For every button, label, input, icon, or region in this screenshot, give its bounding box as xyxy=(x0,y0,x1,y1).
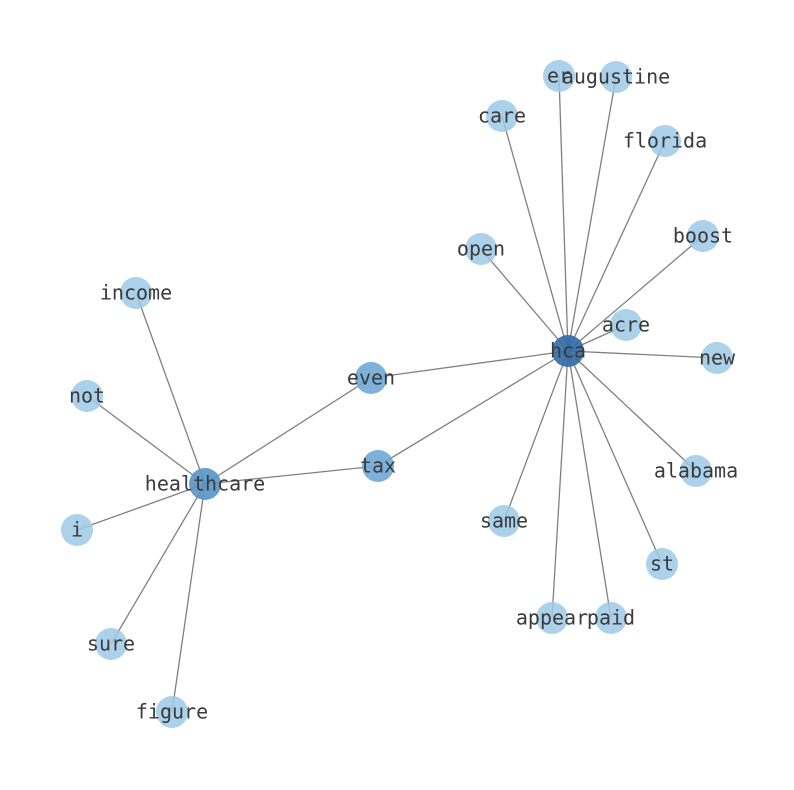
node-i[interactable] xyxy=(61,514,93,546)
edge-hca-florida xyxy=(567,140,666,352)
node-acre[interactable] xyxy=(610,309,642,341)
node-alabama[interactable] xyxy=(680,455,712,487)
node-appear[interactable] xyxy=(536,602,568,634)
node-label-alabama: alabama xyxy=(654,459,738,483)
node-label-figure: figure xyxy=(136,700,208,724)
edge-hca-boost xyxy=(567,235,704,352)
edge-hca-paid xyxy=(567,350,612,619)
edge-healthcare-tax xyxy=(204,465,379,485)
edge-hca-alabama xyxy=(567,350,697,472)
node-er[interactable] xyxy=(543,60,575,92)
edge-hca-tax xyxy=(377,350,569,467)
node-label-st: st xyxy=(650,552,674,576)
node-label-er: er xyxy=(547,64,571,88)
node-label-hca: hca xyxy=(550,339,586,363)
node-florida[interactable] xyxy=(649,125,681,157)
node-label-healthcare: healthcare xyxy=(145,472,265,496)
node-care[interactable] xyxy=(486,100,518,132)
edge-hca-augustine xyxy=(567,76,617,352)
node-even[interactable] xyxy=(355,362,387,394)
node-sure[interactable] xyxy=(95,628,127,660)
nodes-layer xyxy=(61,60,733,728)
node-label-i: i xyxy=(71,518,83,542)
node-label-even: even xyxy=(347,366,395,390)
edge-hca-st xyxy=(567,350,663,565)
node-label-not: not xyxy=(69,384,105,408)
edge-hca-same xyxy=(503,350,569,522)
node-label-tax: tax xyxy=(360,454,396,478)
edge-hca-even xyxy=(370,350,569,379)
node-not[interactable] xyxy=(71,380,103,412)
node-st[interactable] xyxy=(646,548,678,580)
edge-healthcare-i xyxy=(76,483,206,531)
node-figure[interactable] xyxy=(156,696,188,728)
edge-healthcare-even xyxy=(204,377,372,485)
edge-hca-appear xyxy=(551,350,569,619)
node-tax[interactable] xyxy=(362,450,394,482)
node-label-income: income xyxy=(100,281,172,305)
node-hca[interactable] xyxy=(552,335,584,367)
node-label-augustine: augustine xyxy=(562,65,670,89)
edge-hca-er xyxy=(558,75,569,352)
node-healthcare[interactable] xyxy=(189,468,221,500)
node-label-appear: appear xyxy=(516,606,588,630)
node-open[interactable] xyxy=(465,233,497,265)
node-new[interactable] xyxy=(701,342,733,374)
edge-hca-open xyxy=(480,248,569,352)
edge-hca-care xyxy=(501,115,569,352)
edge-healthcare-figure xyxy=(171,483,206,713)
node-label-care: care xyxy=(478,104,526,128)
node-label-acre: acre xyxy=(602,313,650,337)
node-income[interactable] xyxy=(120,277,152,309)
node-label-sure: sure xyxy=(87,632,135,656)
edge-healthcare-income xyxy=(135,292,206,485)
node-boost[interactable] xyxy=(687,220,719,252)
edge-hca-new xyxy=(567,350,718,359)
node-label-florida: florida xyxy=(623,129,707,153)
node-same[interactable] xyxy=(488,505,520,537)
node-paid[interactable] xyxy=(595,602,627,634)
edge-healthcare-not xyxy=(86,395,206,485)
edges-layer xyxy=(76,75,718,713)
node-label-paid: paid xyxy=(587,606,635,630)
node-augustine[interactable] xyxy=(600,61,632,93)
node-label-same: same xyxy=(480,509,528,533)
edge-healthcare-sure xyxy=(110,483,206,645)
node-label-open: open xyxy=(457,237,505,261)
node-label-new: new xyxy=(699,346,736,370)
node-label-boost: boost xyxy=(673,224,733,248)
